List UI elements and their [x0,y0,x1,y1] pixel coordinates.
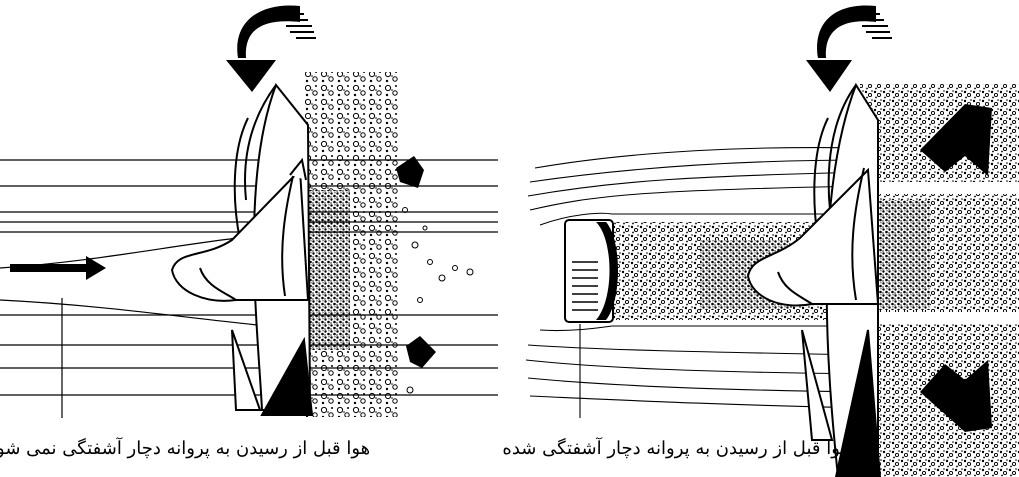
inlet-mouth [565,220,618,322]
caption-right: هوا قبل از رسیدن به پروانه دچار آشفتگی ش… [410,438,850,459]
right-panel-turbulent-inflow [526,5,1019,477]
left-propeller [172,85,312,415]
flow-arrow-icon [10,256,106,280]
left-scattered-bubbles [403,208,474,394]
outflow-arrow-icon [396,156,436,368]
right-propeller [748,85,880,477]
rotation-arrow-icon [806,5,892,92]
rotation-arrow-icon [226,5,316,92]
caption-left: هوا قبل از رسیدن به پروانه دچار آشفتگی ن… [0,438,398,459]
left-panel-smooth-inflow [0,5,498,418]
